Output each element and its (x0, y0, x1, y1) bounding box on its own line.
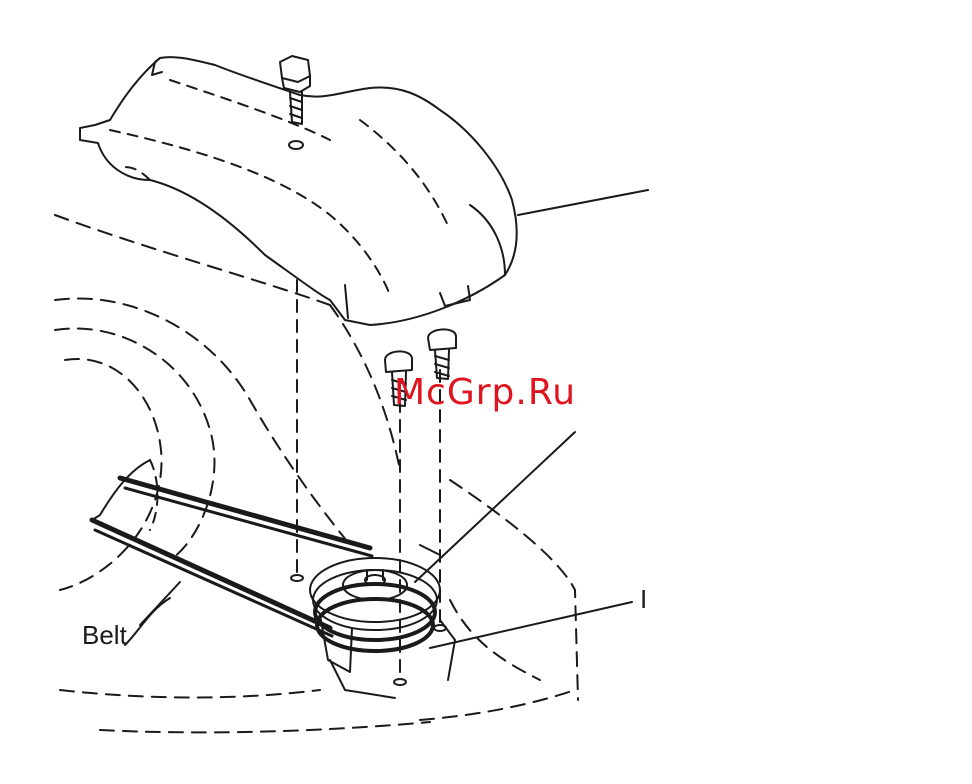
pulley (310, 545, 455, 698)
watermark: McGrp.Ru (394, 372, 576, 413)
cut-off-label: I (640, 584, 647, 615)
belt-cover (80, 57, 648, 325)
drive-belt (92, 460, 372, 645)
belt-label: Belt (82, 620, 127, 651)
